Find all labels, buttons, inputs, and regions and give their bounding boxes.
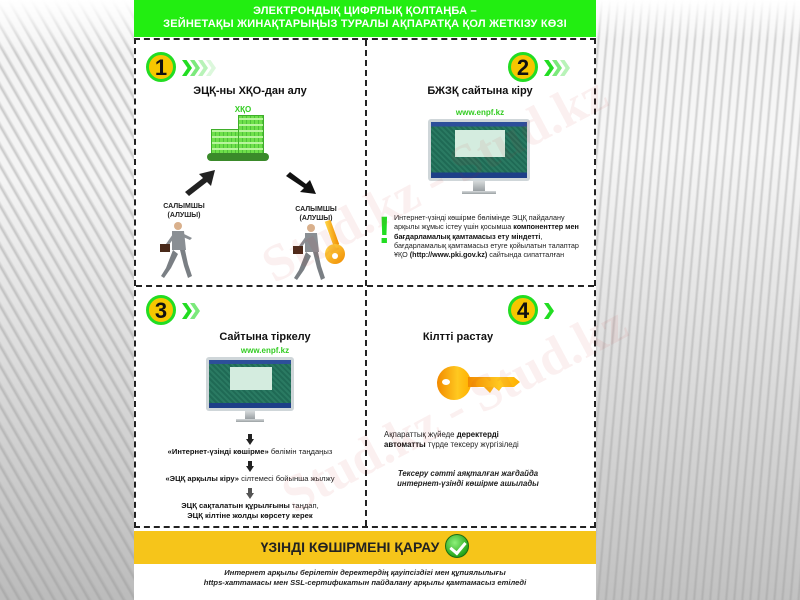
view-extract-title: ҮЗІНДІ КӨШІРМЕНІ ҚАРАУ — [260, 539, 440, 555]
step-4-badge: 4 — [508, 295, 538, 325]
depositor-left-label: САЛЫМШЫ(АЛУШЫ) — [163, 203, 205, 219]
down-arrow-icon — [246, 434, 254, 445]
poster-header: ЭЛЕКТРОНДЫҚ ЦИФРЛЫҚ ҚОЛТАҢБА – ЗЕЙНЕТАҚЫ… — [134, 0, 596, 37]
step-1-panel: 1 ЭЦҚ-ны ХҚО-дан алу ХҚО САЛЫМШЫ(АЛУШЫ) … — [136, 40, 364, 284]
depositor-right-label: САЛЫМШЫ(АЛУШЫ) — [295, 206, 337, 222]
office-building-icon — [207, 115, 291, 163]
enpf-url[interactable]: www.enpf.kz — [455, 108, 505, 117]
flow-step-select-section: «Интернет-үзінді көшірме» бөлімін таңдаң… — [167, 447, 333, 456]
view-extract-banner: ҮЗІНДІ КӨШІРМЕНІ ҚАРАУ — [134, 531, 596, 564]
flow-step-select-device: ЭЦҚ сақталатын құрылғыны таңдап, ЭЦҚ кіл… — [181, 501, 319, 520]
step-2-panel: 2 БЖЗҚ сайтына кіру www.enpf.kz ! Интерн… — [366, 40, 594, 284]
horizontal-divider — [136, 285, 594, 287]
step-4-panel: 4 Кілтті растау Ақпараттық жүйеде дерект… — [366, 287, 594, 531]
data-check-note: Ақпараттық жүйеде деректерді автоматты т… — [384, 430, 519, 449]
striped-background-right — [596, 0, 800, 600]
step-4-title: Кілтті растау — [422, 331, 494, 343]
step-3-badge: 3 — [146, 295, 176, 325]
arrow-up-right-icon — [185, 170, 215, 196]
header-line-2: ЗЕЙНЕТАҚЫ ЖИНАҚТАРЫҢЫЗ ТУРАЛЫ АҚПАРАТҚА … — [163, 18, 567, 30]
businessman-with-key-icon — [293, 224, 325, 280]
steps-grid: 1 ЭЦҚ-ны ХҚО-дан алу ХҚО САЛЫМШЫ(АЛУШЫ) … — [134, 38, 596, 528]
infographic-poster: ЭЛЕКТРОНДЫҚ ЦИФРЛЫҚ ҚОЛТАҢБА – ЗЕЙНЕТАҚЫ… — [134, 0, 637, 600]
chevron-arrow-icon — [544, 303, 554, 319]
striped-background-left — [0, 0, 134, 600]
down-arrow-icon — [246, 488, 254, 499]
desktop-monitor-icon — [428, 119, 530, 197]
flow-step-eds-login: «ЭЦҚ арқылы кіру» сілтемесі бойынша жылж… — [165, 474, 335, 483]
step-2-title: БЖЗҚ сайтына кіру — [427, 85, 533, 97]
desktop-monitor-icon — [206, 357, 294, 425]
businessman-icon — [160, 222, 192, 278]
chevron-arrows-icon — [182, 60, 216, 76]
down-arrow-icon — [246, 461, 254, 472]
chevron-arrows-icon — [544, 60, 570, 76]
step-3-title: Сайтына тіркелу — [219, 331, 311, 343]
step-1-title: ЭЦҚ-ны ХҚО-дан алу — [193, 85, 307, 97]
golden-key-icon — [324, 220, 345, 264]
enpf-url[interactable]: www.enpf.kz — [240, 346, 290, 355]
green-check-icon — [445, 534, 470, 559]
step-3-panel: 3 Сайтына тіркелу www.enpf.kz «Интернет-… — [136, 287, 364, 531]
step-2-note: Интернет-үзінді көшірме бөлімінде ЭЦҚ па… — [394, 213, 579, 260]
step-1-badge: 1 — [146, 52, 176, 82]
arrow-down-right-icon — [286, 172, 316, 194]
golden-key-icon — [437, 366, 520, 400]
exclamation-icon: ! — [378, 210, 391, 252]
header-line-1: ЭЛЕКТРОНДЫҚ ЦИФРЛЫҚ ҚОЛТАҢБА – — [253, 5, 477, 17]
verification-result-note: Тексеру сәтті аяқталған жағдайда интерне… — [397, 469, 539, 488]
vertical-divider — [365, 40, 367, 526]
building-label: ХҚО — [234, 105, 252, 114]
step-2-badge: 2 — [508, 52, 538, 82]
chevron-arrows-icon — [182, 303, 200, 319]
security-note: Интернет арқылы берілетін деректердің қа… — [203, 568, 527, 587]
